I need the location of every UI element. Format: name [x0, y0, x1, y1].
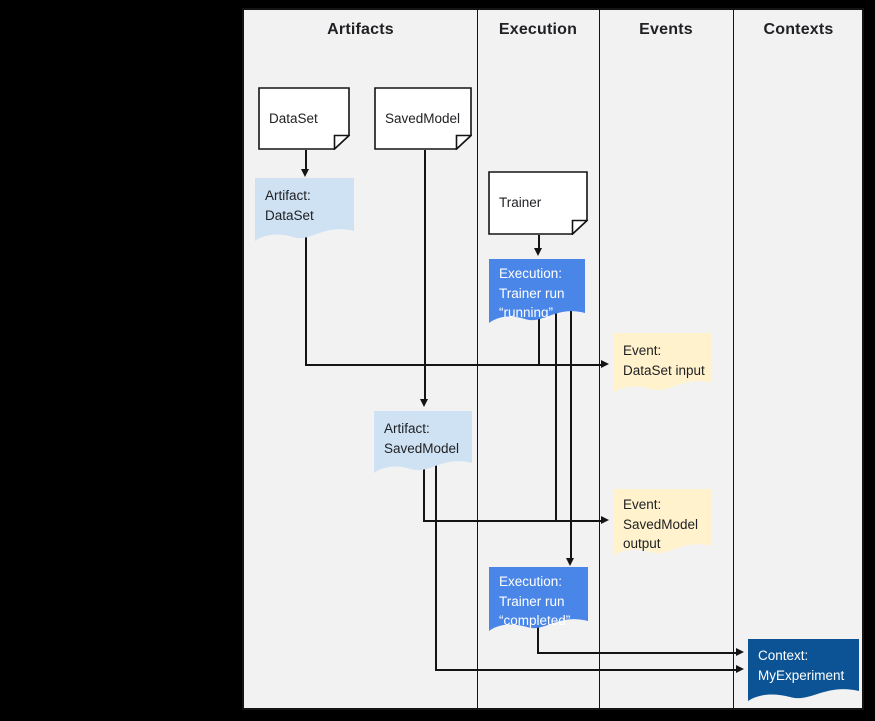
node-savedmodel: SavedModel: [374, 87, 472, 150]
connector-artifact-savedmodel-down: [423, 450, 425, 520]
swimlane-diagram: Artifacts Execution Events Contexts Data…: [242, 8, 864, 710]
node-dataset: DataSet: [258, 87, 350, 150]
document-shape: [489, 567, 588, 631]
connector-artifact-savedmodel-to-context: [435, 450, 437, 669]
connector-execution-running-to-event-savedmodel: [555, 310, 557, 520]
node-execution-running: Execution: Trainer run “running”: [489, 259, 585, 324]
arrowhead-event-dataset-input: [601, 360, 609, 368]
connector-to-event-dataset-input: [305, 364, 602, 366]
column-header-execution: Execution: [498, 21, 578, 38]
node-label: Artifact: DataSet: [265, 188, 314, 223]
connector-execution-completed-to-context: [537, 610, 539, 652]
arrowhead-context-from-artifact: [736, 665, 744, 673]
column-divider-execution-events: [599, 10, 601, 708]
node-label: SavedModel: [385, 110, 461, 126]
column-divider-events-contexts: [733, 10, 735, 708]
node-label: Execution: Trainer run “running”: [499, 266, 565, 320]
connector-artifact-dataset-down: [305, 225, 307, 364]
note-shape: [488, 171, 588, 235]
document-shape: [613, 489, 712, 556]
node-label: Event: DataSet input: [623, 343, 705, 378]
document-shape: [613, 333, 712, 393]
column-header-artifacts: Artifacts: [327, 21, 394, 38]
arrowhead-event-savedmodel-output: [601, 516, 609, 524]
node-trainer: Trainer: [488, 171, 588, 235]
connector-artifact-to-context-horizontal: [435, 669, 737, 671]
arrowhead-dataset-to-artifact: [301, 169, 309, 177]
document-shape: [374, 411, 472, 473]
note-shape: [374, 87, 472, 150]
node-label: Artifact: SavedModel: [384, 421, 460, 456]
node-label: DataSet: [269, 110, 318, 126]
node-event-dataset-input: Event: DataSet input: [613, 333, 712, 394]
arrowhead-savedmodel-to-artifact: [420, 399, 428, 407]
connector-trainer-to-execution-running: [538, 235, 540, 249]
node-label: Event: SavedModel output: [623, 497, 699, 551]
arrowhead-trainer-to-execution-running: [534, 248, 542, 256]
connector-dataset-to-artifact: [305, 150, 307, 170]
column-divider-artifacts-execution: [477, 10, 479, 708]
node-label: Execution: Trainer run “completed”: [499, 574, 571, 628]
arrowhead-context-from-execution: [736, 648, 744, 656]
node-context-myexperiment: Context: MyExperiment: [748, 639, 859, 702]
node-artifact-dataset: Artifact: DataSet: [255, 178, 354, 242]
connector-completed-to-context-horizontal: [537, 652, 737, 654]
connector-execution-running-to-completed: [570, 310, 572, 559]
column-header-events: Events: [639, 21, 693, 38]
node-artifact-savedmodel: Artifact: SavedModel: [374, 411, 472, 474]
column-header-contexts: Contexts: [763, 21, 834, 38]
connector-savedmodel-to-artifact: [424, 150, 426, 400]
arrowhead-execution-completed: [566, 558, 574, 566]
node-execution-completed: Execution: Trainer run “completed”: [489, 567, 588, 632]
node-label: Trainer: [499, 194, 542, 210]
connector-execution-running-to-event-dataset: [538, 310, 540, 364]
note-shape: [258, 87, 350, 150]
document-shape: [748, 639, 859, 701]
node-event-savedmodel-output: Event: SavedModel output: [613, 489, 712, 557]
document-shape: [489, 259, 585, 323]
node-label: Context: MyExperiment: [758, 648, 845, 683]
connector-to-event-savedmodel-output: [423, 520, 602, 522]
document-shape: [255, 178, 354, 241]
